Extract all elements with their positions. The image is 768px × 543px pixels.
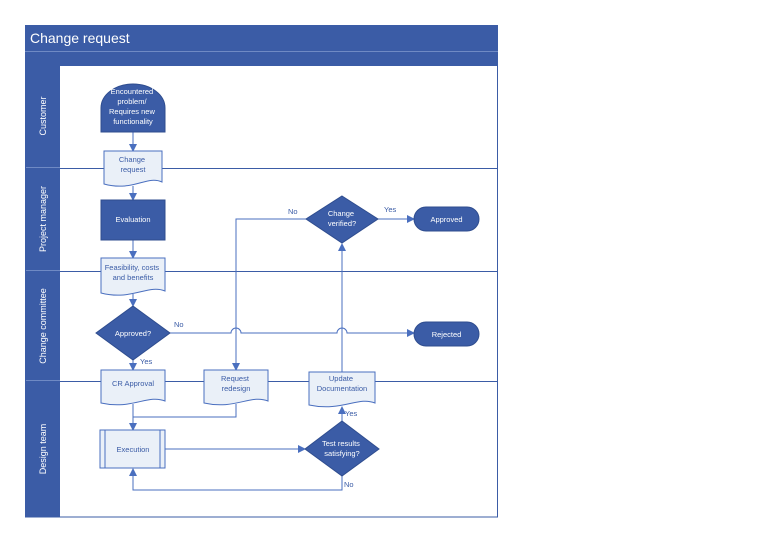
evaluation-process — [100, 199, 166, 241]
request-redesign-label: Request redesign — [221, 374, 251, 393]
feasibility-document — [100, 257, 166, 296]
approved-end-label: Approved — [430, 215, 462, 224]
approved-decision — [95, 305, 171, 361]
update-documentation-label: Update Documentation — [317, 374, 367, 393]
connector-approved-no — [170, 327, 415, 337]
start-node — [100, 83, 166, 133]
change-verified-decision — [305, 195, 379, 244]
lane-label-project-manager: Project manager — [25, 168, 60, 271]
test-results-decision — [304, 420, 380, 477]
cr-approval-document — [100, 369, 166, 406]
pool-frame — [25, 65, 498, 518]
diagram-title: Change request — [25, 25, 498, 51]
edge-label-approved-no: No — [174, 320, 184, 329]
lane-label-change-committee: Change committee — [25, 271, 60, 381]
edge-label-verified-yes: Yes — [384, 205, 396, 214]
lane-label-customer: Customer — [25, 65, 60, 168]
cr-approval-label: CR Approval — [112, 379, 154, 388]
header-band — [25, 51, 498, 65]
execution-label: Execution — [117, 445, 150, 454]
feasibility-label: Feasibility, costs and benefits — [105, 263, 162, 282]
edge-label-approved-yes: Yes — [140, 357, 152, 366]
edge-label-test-no: No — [344, 480, 354, 489]
edge-label-verified-no: No — [288, 207, 298, 216]
connector-redesign-loop — [133, 404, 237, 418]
approved-terminal — [413, 206, 480, 232]
update-documentation-document — [308, 371, 376, 408]
change-request-document — [103, 150, 163, 187]
change-verified-label: Change verified? — [328, 209, 356, 228]
evaluation-label: Evaluation — [115, 215, 150, 224]
connector-test-no — [129, 468, 343, 491]
test-results-label: Test results satisfying? — [322, 439, 362, 458]
edge-label-test-yes: Yes — [345, 409, 357, 418]
approved-decision-label: Approved? — [115, 329, 151, 338]
connector-verified-no — [232, 218, 306, 371]
execution-subprocess — [99, 429, 166, 469]
rejected-label: Rejected — [432, 330, 462, 339]
change-request-label: Change request — [119, 155, 147, 174]
request-redesign-document — [203, 369, 269, 406]
start-node-label: Encountered problem/ Requires new functi… — [109, 87, 157, 126]
rejected-terminal — [413, 321, 480, 347]
lane-label-design-team: Design team — [25, 381, 60, 517]
